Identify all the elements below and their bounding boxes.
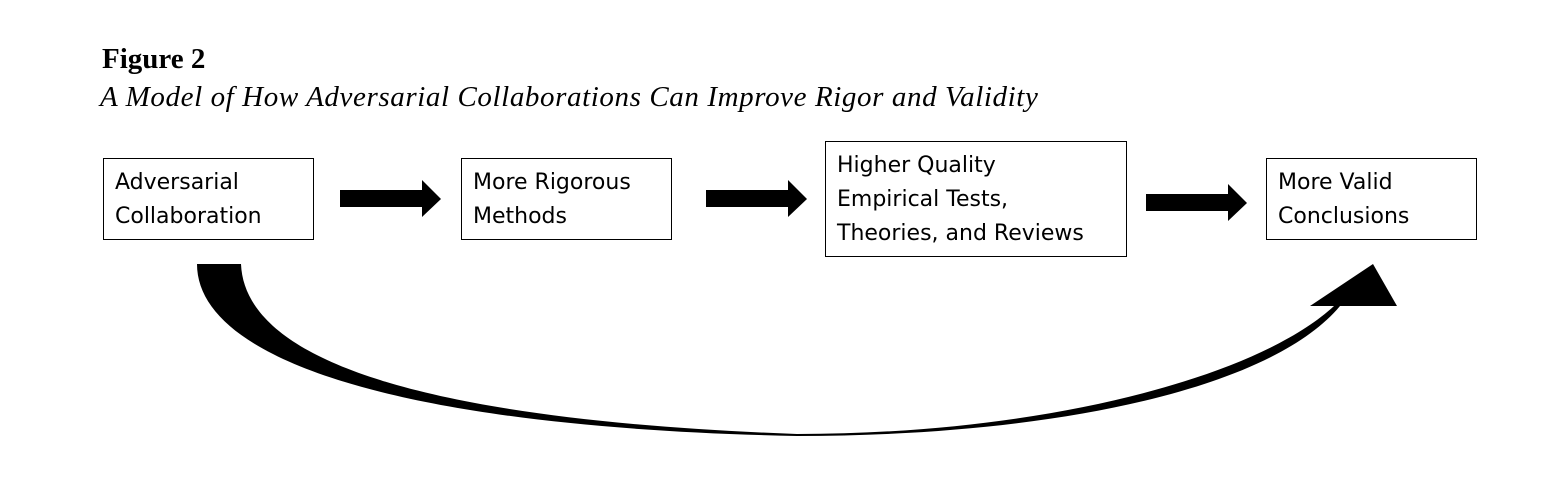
node-higher-quality: Higher Quality Empirical Tests, Theories… xyxy=(825,141,1127,257)
node-more-valid-conclusions: More Valid Conclusions xyxy=(1266,158,1477,240)
arrow-2-to-3 xyxy=(706,180,807,217)
node-line: Conclusions xyxy=(1278,204,1410,229)
figure-label: Figure 2 xyxy=(102,43,206,75)
arrow-3-to-4 xyxy=(1146,184,1247,221)
node-line: More Valid xyxy=(1278,170,1393,195)
node-line: Collaboration xyxy=(115,204,262,229)
node-line: Higher Quality xyxy=(837,153,996,178)
node-adversarial-collaboration: Adversarial Collaboration xyxy=(103,158,314,240)
node-line: More Rigorous xyxy=(473,170,631,195)
node-more-rigorous-methods: More Rigorous Methods xyxy=(461,158,672,240)
node-line: Methods xyxy=(473,204,567,229)
node-line: Theories, and Reviews xyxy=(837,221,1084,246)
node-line: Empirical Tests, xyxy=(837,187,1009,212)
node-line: Adversarial xyxy=(115,170,239,195)
arrow-1-to-2 xyxy=(340,180,441,217)
curved-arrow-body xyxy=(197,264,1397,436)
figure-caption: A Model of How Adversarial Collaboration… xyxy=(100,81,1039,113)
